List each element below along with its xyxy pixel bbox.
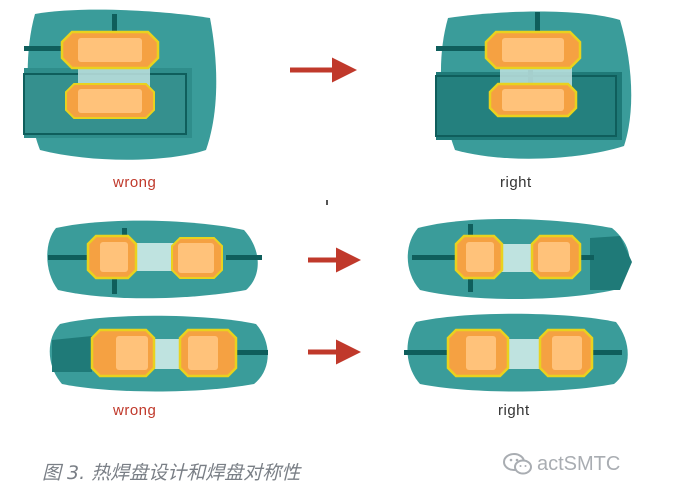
figure-caption: 图 3. 热焊盘设计和焊盘对称性: [42, 462, 301, 484]
pad-core: [178, 243, 214, 273]
trace: [48, 255, 88, 260]
label-bottom-wrong: wrong: [113, 402, 157, 419]
pad-core: [78, 38, 142, 62]
pad-core: [188, 336, 218, 370]
pad-bridge: [130, 243, 174, 271]
trace: [580, 255, 594, 260]
pad-core: [100, 242, 128, 272]
pad-core: [538, 242, 570, 272]
trace: [112, 276, 117, 294]
trace: [586, 350, 622, 355]
trace: [122, 228, 127, 240]
top-right-diagram: [435, 11, 632, 159]
ground-corner: [590, 236, 632, 290]
trace: [24, 46, 72, 51]
top-wrong-diagram: [23, 9, 217, 160]
trace: [535, 12, 540, 34]
trace: [468, 224, 473, 238]
label-bottom-right: right: [498, 402, 530, 419]
watermark-text: actSMTC: [537, 452, 621, 475]
ground-corner: [52, 336, 92, 372]
watermark: actSMTC: [503, 452, 620, 476]
low-wrong-diagram: [49, 315, 268, 392]
mid-wrong-diagram: [47, 220, 262, 299]
stray-mark: [326, 200, 328, 205]
trace: [468, 276, 473, 292]
wechat-logo-icon: [503, 453, 532, 475]
trace: [226, 255, 262, 260]
pad-core: [502, 89, 564, 111]
trace: [112, 14, 117, 36]
pad-bridge: [506, 339, 544, 369]
pad-core: [466, 242, 494, 272]
label-top-wrong: wrong: [113, 174, 157, 191]
mid-right-diagram: [407, 218, 632, 299]
trace: [412, 255, 456, 260]
pad-core: [116, 336, 148, 370]
pad-core: [78, 89, 142, 113]
pad-core: [502, 38, 564, 62]
pad-core: [552, 336, 582, 370]
trace: [436, 46, 488, 51]
low-right-diagram: [404, 313, 628, 392]
trace: [404, 350, 448, 355]
trace: [236, 350, 268, 355]
label-top-right: right: [500, 174, 532, 191]
pad-core: [466, 336, 496, 370]
